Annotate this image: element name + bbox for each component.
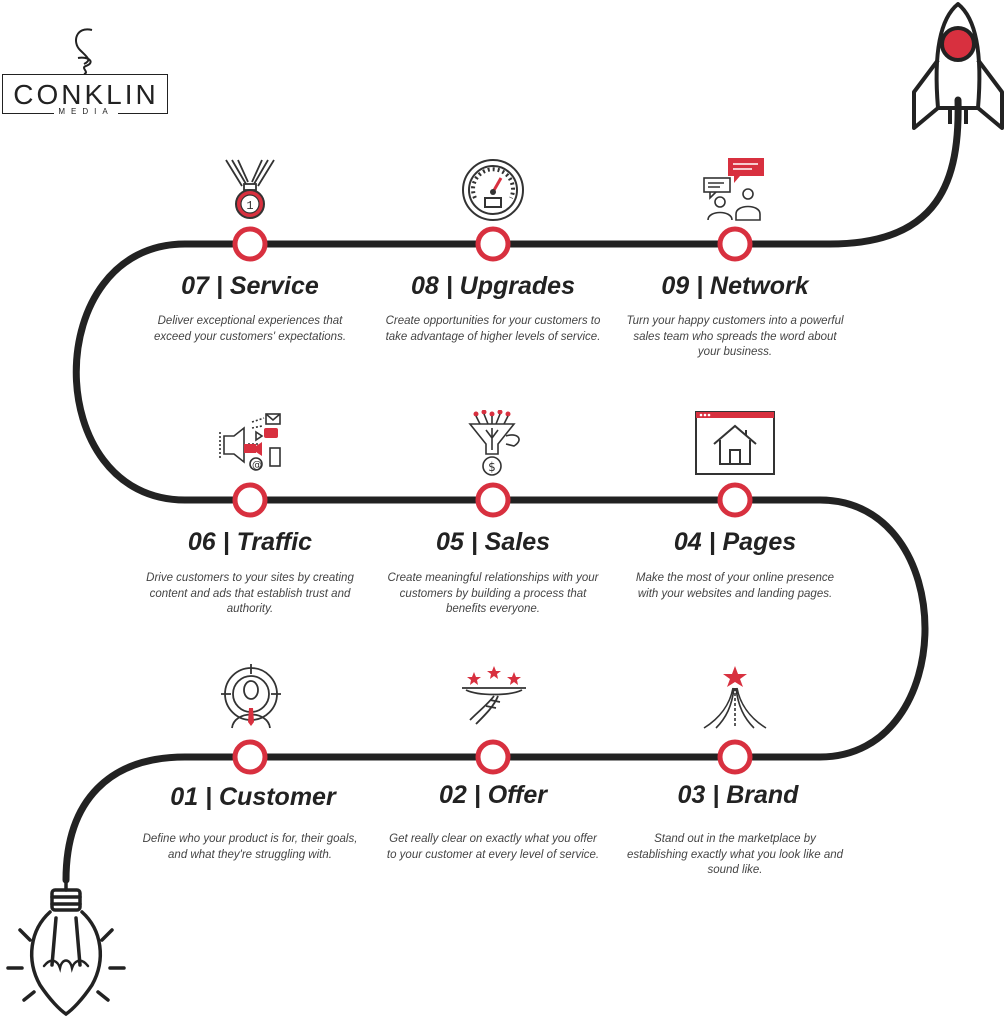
browser-home-icon [695,411,775,475]
step-node-07[interactable] [232,226,268,262]
step-desc-09: Turn your happy customers into a powerfu… [626,315,844,358]
medal-icon: 1 [225,159,275,219]
svg-text:1: 1 [246,199,253,213]
step-title-09: 09 | Network [661,272,809,300]
step-title-01: 01 | Customer [170,783,336,811]
megaphone-channels-icon: @ [219,413,281,471]
logo-wordmark: CONKLIN [13,79,159,110]
step-node-03[interactable] [717,739,753,775]
journey-path-line [62,96,962,884]
step-title-02: 02 | Offer [439,781,547,809]
step-title-07: 07 | Service [181,272,319,300]
svg-text:$: $ [488,460,496,474]
step-desc-03: Stand out in the marketplace by establis… [626,833,844,876]
step-title-05: 05 | Sales [435,528,551,556]
target-person-icon [221,664,281,729]
step-node-04[interactable] [717,482,753,518]
step-desc-02: Get really clear on exactly what you off… [386,833,600,861]
step-desc-05: Create meaningful relationships with you… [387,572,599,615]
svg-text:@: @ [252,460,262,471]
rocket-icon [912,2,1004,130]
step-desc-01: Define who your product is for, their go… [142,833,358,861]
shooting-star-icon [703,666,767,729]
step-node-06[interactable] [232,482,268,518]
people-talking-icon [703,158,764,221]
step-node-02[interactable] [475,739,511,775]
step-node-09[interactable] [717,226,753,262]
step-node-05[interactable] [475,482,511,518]
step-title-08: 08 | Upgrades [410,272,575,300]
step-desc-07: Deliver exceptional experiences that exc… [153,315,347,343]
logo-swirl-icon [75,28,93,75]
gauge-icon [462,159,524,221]
step-desc-08: Create opportunities for your customers … [385,315,601,343]
step-desc-04: Make the most of your online presence wi… [635,572,835,600]
step-title-04: 04 | Pages [673,528,797,556]
step-node-01[interactable] [232,739,268,775]
step-title-03: 03 | Brand [677,781,799,809]
step-title-06: 06 | Traffic [187,528,313,556]
step-desc-06: Drive customers to your sites by creatin… [146,572,354,615]
lightbulb-icon [6,878,126,1017]
brand-logo: CONKLIN MEDIA [2,24,170,120]
serving-tray-stars-icon [462,666,526,725]
sales-funnel-icon: $ [468,410,520,476]
logo-subtitle: MEDIA [54,107,118,116]
step-node-08[interactable] [475,226,511,262]
